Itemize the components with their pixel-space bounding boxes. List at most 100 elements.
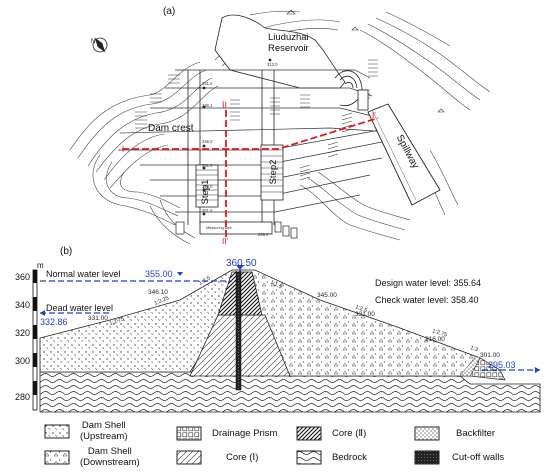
legend: Dam Shell (Upstream) Drainage Prism Core… — [0, 418, 550, 472]
legend-item-cut-off-walls: Cut-off walls — [414, 450, 504, 465]
legend-swatch-core-I — [176, 450, 202, 465]
monitoring-points — [202, 58, 272, 216]
svg-text:1:2.5: 1:2.5 — [354, 304, 368, 314]
svg-text:313.0: 313.0 — [267, 62, 278, 67]
legend-item-bedrock: Bedrock — [296, 450, 367, 465]
plan-elevation-tags: 313.0 331.0 346.1 346.0 331.0 316.0 301.… — [202, 62, 278, 237]
panel-b-label: (b) — [60, 246, 72, 257]
y-tick-labels: 360 340 320 300 280 — [15, 272, 30, 402]
step2-label: Step2 — [268, 160, 279, 185]
svg-text:331.00: 331.00 — [355, 311, 375, 318]
svg-text:1:1.5: 1:1.5 — [269, 279, 283, 290]
dead-water-level-value: 332.86 — [40, 317, 68, 327]
svg-text:345.00: 345.00 — [317, 292, 337, 299]
berm-elevations: 346.10 331.00 345.00 331.00 316.00 301.0… — [88, 289, 500, 359]
y-tick-300: 300 — [15, 356, 30, 366]
legend-shell-downstream-line1: Dam Shell — [87, 446, 132, 457]
legend-core-II-label: Core (Ⅱ) — [332, 428, 367, 439]
tailwater-level: 295.03 — [482, 360, 540, 373]
section-line-I — [122, 117, 379, 150]
step1-hatch — [196, 169, 218, 201]
section-I-end-label: I' — [372, 111, 376, 120]
section-II-top-label: II — [222, 100, 227, 110]
tree-symbols — [286, 9, 445, 113]
legend-backfilter-label: Backfilter — [456, 428, 496, 439]
dam-crest-label: Dam crest — [148, 123, 194, 134]
step1-label: Step1 — [200, 180, 211, 205]
legend-item-drainage-prism: Drainage Prism — [176, 426, 277, 441]
legend-item-core-I: Core (Ⅰ) — [176, 450, 258, 465]
spillway-channel — [367, 103, 441, 206]
measuring-weir-label: Measuring weir — [206, 226, 232, 230]
svg-text:346.10: 346.10 — [148, 289, 168, 296]
svg-text:1:2.25: 1:2.25 — [154, 296, 170, 307]
step2-hatch — [261, 149, 283, 193]
normal-water-level-value: 355.00 — [145, 269, 173, 279]
downstream-blocks — [175, 221, 298, 239]
crest-value: 360.50 — [226, 258, 257, 269]
svg-text:1:3: 1:3 — [469, 345, 478, 353]
panel-a-label: (a) — [163, 6, 175, 17]
legend-item-backfilter: Backfilter — [414, 426, 495, 441]
step1-block — [195, 164, 219, 208]
y-axis — [32, 269, 38, 411]
dead-water-level-label: Dead water level — [46, 303, 113, 313]
legend-shell-upstream-line1: Dam Shell — [81, 420, 126, 431]
svg-text:N: N — [91, 39, 95, 45]
svg-text:298.0: 298.0 — [258, 232, 269, 237]
legend-item-shell-downstream: Dam Shell (Downstream) — [44, 446, 140, 468]
svg-text:331.0: 331.0 — [202, 81, 213, 86]
measuring-weir — [199, 221, 273, 235]
bedrock — [39, 371, 541, 413]
svg-text:331.0: 331.0 — [202, 163, 213, 168]
legend-swatch-shell-upstream — [44, 424, 70, 438]
backfilter — [459, 355, 481, 377]
legend-swatch-core-II — [296, 426, 322, 441]
legend-shell-upstream-line2: (Upstream) — [80, 431, 128, 442]
section-I-start-label: I — [122, 145, 124, 154]
normal-water-level-label: Normal water level — [46, 269, 121, 279]
legend-core-I-label: Core (Ⅰ) — [226, 452, 259, 463]
y-axis-unit: m — [37, 261, 44, 270]
legend-cut-off-walls-label: Cut-off walls — [452, 452, 505, 463]
legend-swatch-backfilter — [414, 426, 440, 441]
check-water-level: Check water level: 358.40 — [375, 295, 479, 305]
panel-a-plan: (a) N — [69, 6, 491, 246]
reservoir-name-line1: Liuduzhai — [268, 32, 309, 43]
y-tick-360: 360 — [15, 272, 30, 282]
legend-item-core-II: Core (Ⅱ) — [296, 426, 366, 441]
panel-b-section: (b) m 360 340 320 300 280 — [15, 246, 541, 413]
crest-elevation: 360.50 — [226, 258, 257, 270]
legend-item-shell-upstream: Dam Shell (Upstream) — [44, 420, 128, 442]
legend-drainage-prism-label: Drainage Prism — [212, 428, 278, 439]
dead-water-level: Dead water level 332.86 — [40, 303, 113, 327]
svg-text:1:2.75: 1:2.75 — [431, 328, 447, 338]
svg-text:346.0: 346.0 — [202, 139, 213, 144]
svg-text:301.00: 301.00 — [480, 352, 500, 359]
contour-lines — [69, 10, 491, 245]
north-arrow-icon: N — [91, 37, 108, 53]
legend-swatch-shell-downstream — [44, 450, 70, 464]
legend-swatch-drainage-prism — [176, 426, 202, 441]
legend-swatch-cut-off-walls — [414, 450, 440, 465]
reservoir-name-line2: Reservoir — [268, 43, 309, 54]
legend-swatch-bedrock — [296, 450, 322, 465]
spillway-gate-icon — [334, 70, 369, 111]
normal-water-level: Normal water level 355.00 — [40, 269, 232, 282]
svg-text:316.0: 316.0 — [202, 184, 213, 189]
svg-text:316.00: 316.00 — [425, 336, 445, 343]
y-tick-280: 280 — [15, 392, 30, 402]
legend-shell-downstream-line2: (Downstream) — [80, 457, 140, 468]
section-II-bottom-label: II' — [222, 237, 228, 246]
y-tick-340: 340 — [15, 300, 30, 310]
tailwater-value: 295.03 — [488, 360, 516, 370]
svg-text:331.00: 331.00 — [88, 315, 108, 322]
y-tick-320: 320 — [15, 328, 30, 338]
svg-text:1:2.75: 1:2.75 — [109, 316, 125, 326]
svg-text:301.0: 301.0 — [202, 208, 213, 213]
design-water-level: Design water level: 355.64 — [375, 278, 481, 288]
cut-off-wall — [235, 271, 242, 391]
legend-bedrock-label: Bedrock — [332, 452, 367, 463]
